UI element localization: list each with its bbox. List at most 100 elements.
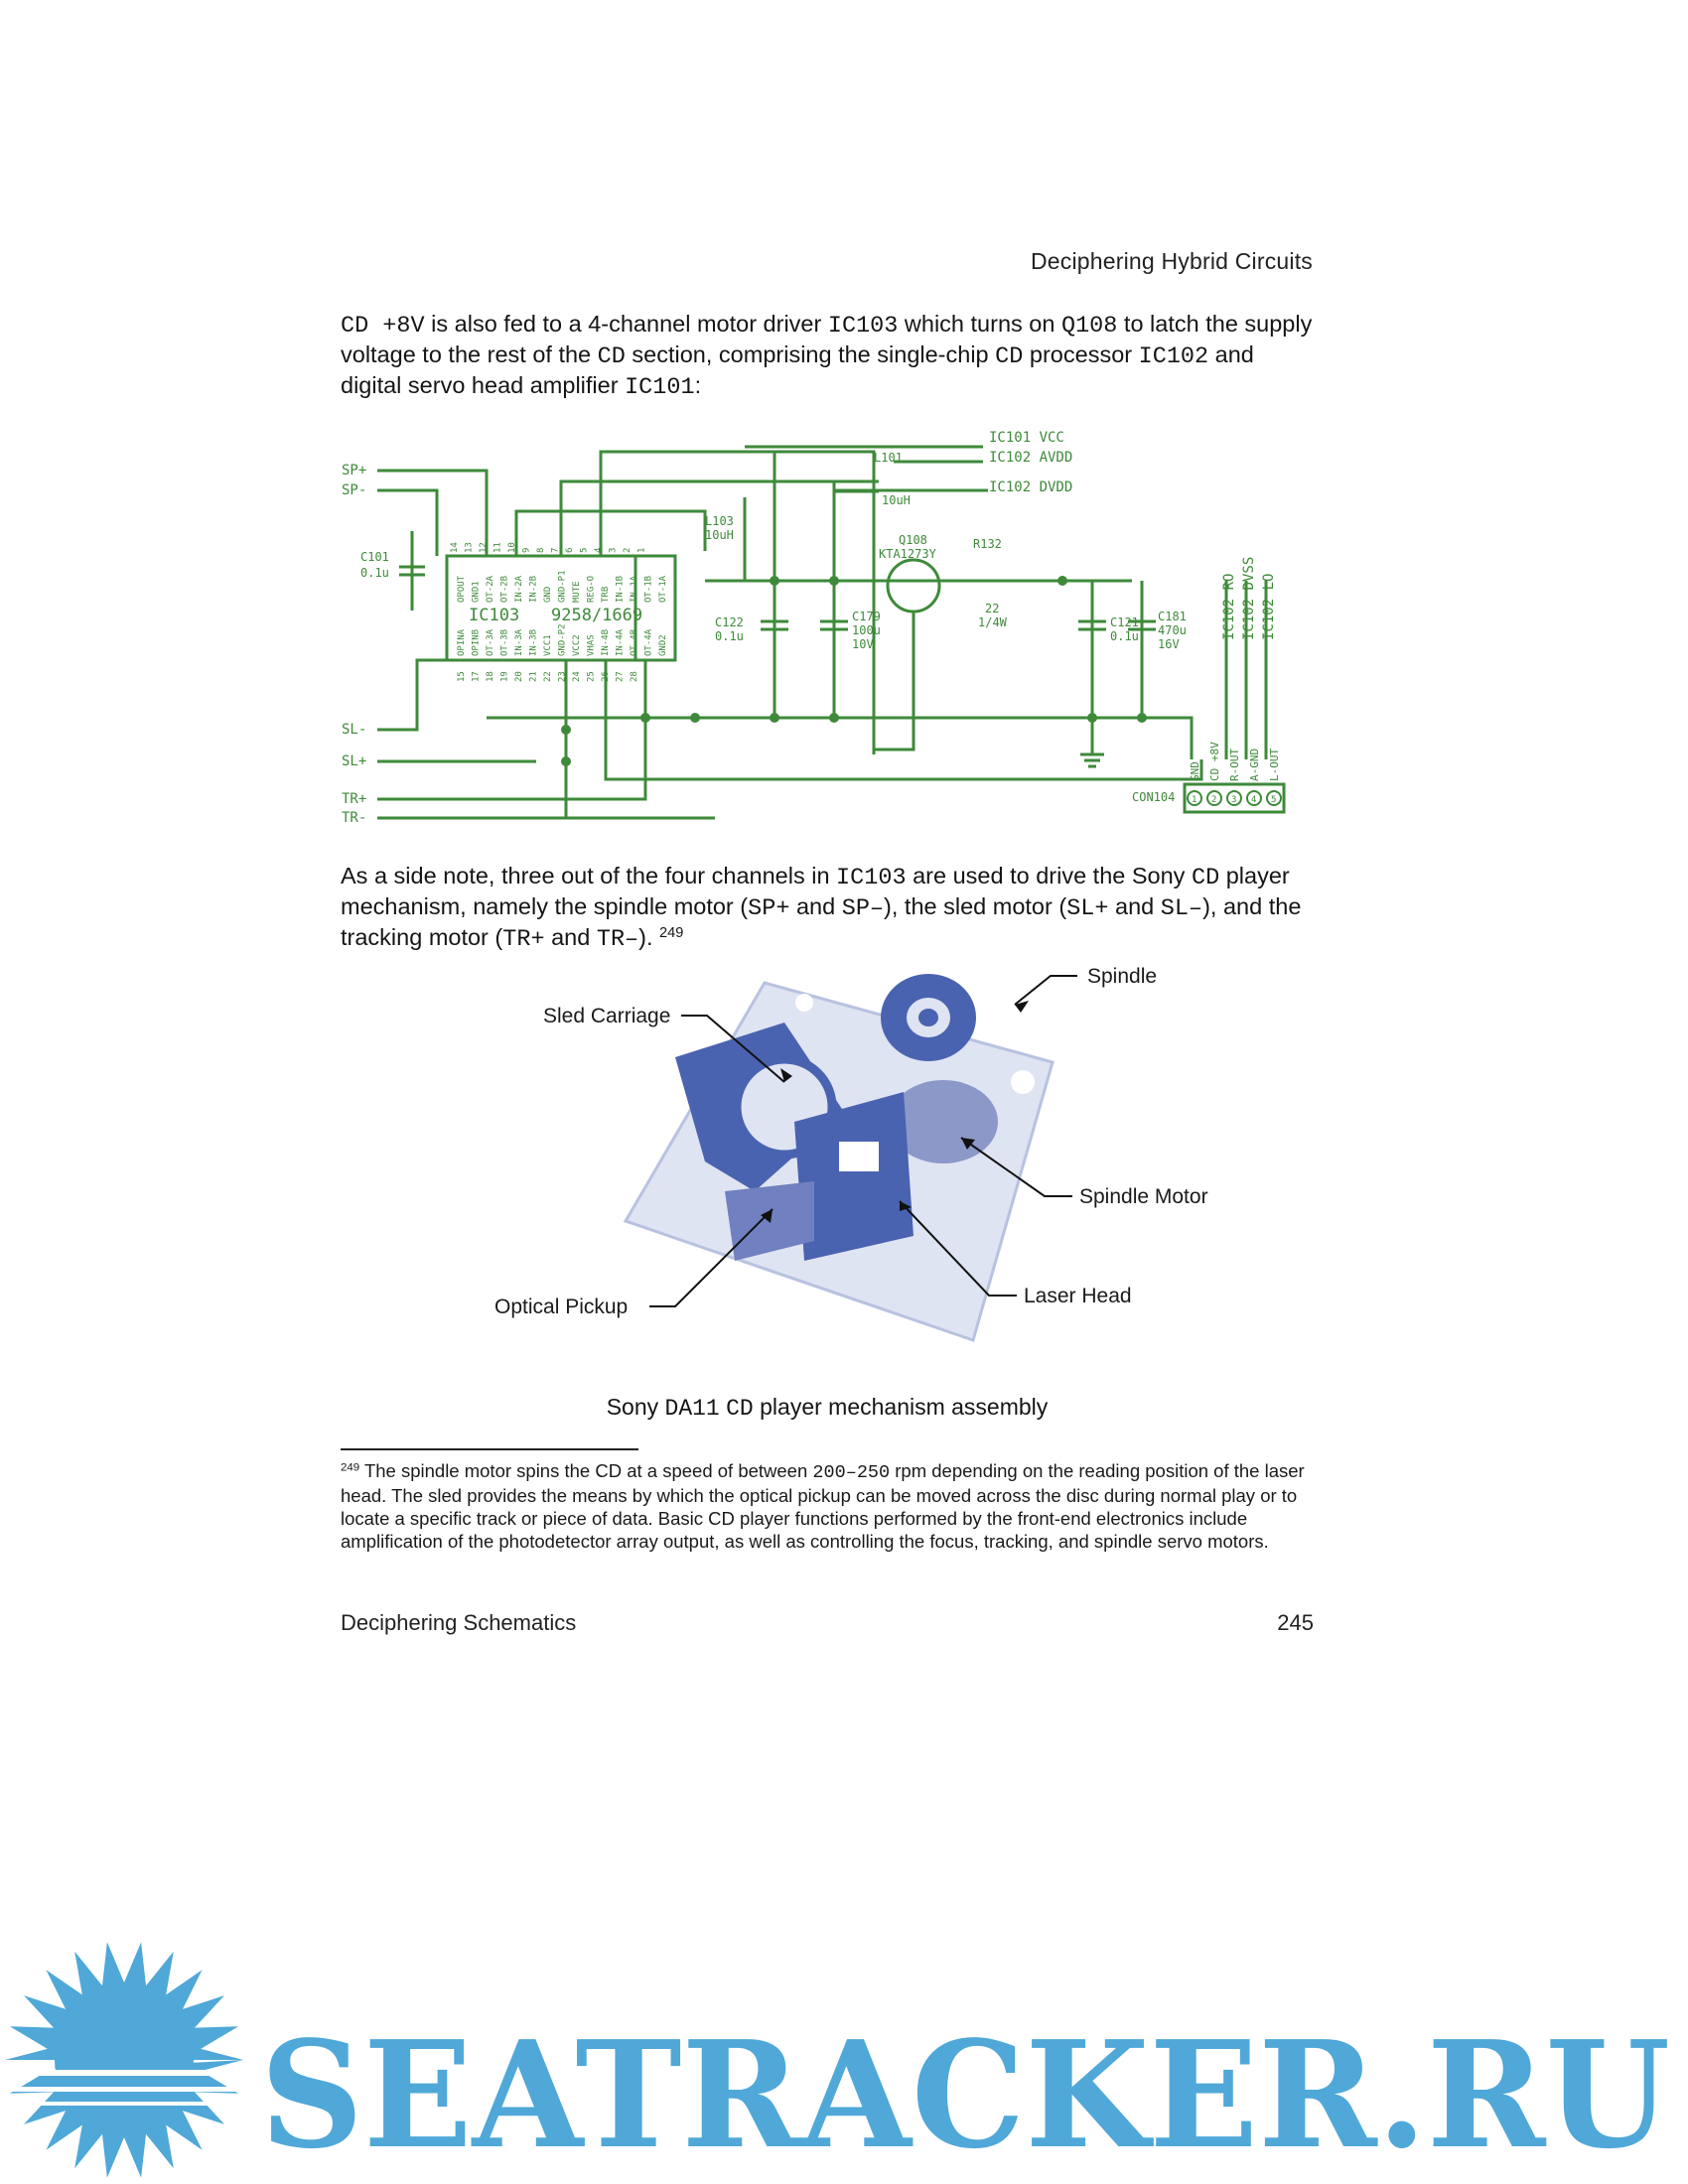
ic-top-pin-number: 3	[609, 548, 619, 553]
code-sp-plus: SP+	[748, 895, 790, 922]
motor-driver-schematic: SP+ SP- SL- SL+ TR+ TR- C101 0.1u IC103 …	[342, 430, 1286, 826]
ic-bottom-pin-number: 28	[630, 671, 639, 682]
ic-bottom-pin-name: GND-P2	[558, 623, 568, 656]
text-run: Sony	[606, 1394, 665, 1420]
ic-top-pin-number: 4	[594, 548, 604, 553]
c179-value: 100u	[852, 623, 881, 637]
connector-pin-number: 4	[1251, 795, 1256, 805]
connector-pin-number: 5	[1271, 795, 1276, 805]
watermark-text: SEATRACKER.RU	[260, 2008, 1670, 2181]
ic-bottom-pin-name: IN-4A	[616, 628, 626, 656]
connector-pin-label: R-OUT	[1228, 749, 1241, 781]
ic-bottom-pin-name: OPINB	[472, 629, 482, 656]
c181-name: C181	[1158, 610, 1187, 623]
ic-top-pin-number: 14	[450, 542, 460, 553]
ic-bottom-pin-number: 20	[514, 671, 524, 682]
ic-top-pin-number: 6	[565, 548, 575, 553]
label-ic102-dvss: IC102 DVSS	[1241, 557, 1257, 640]
connector-pin-label: CD +8V	[1208, 742, 1221, 781]
r132-name: R132	[973, 537, 1002, 551]
ic-bottom-pin-number: 27	[616, 671, 626, 682]
r132-power: 1/4W	[978, 615, 1008, 629]
c101-value: 0.1u	[360, 566, 389, 580]
footnote-249: 249 The spindle motor spins the CD at a …	[341, 1459, 1316, 1553]
code-ic101: IC101	[625, 374, 695, 401]
connector-pin-number: 3	[1231, 795, 1236, 805]
code-da11: DA11	[664, 1396, 720, 1422]
ic-top-pin-number: 13	[465, 542, 475, 553]
ic-bottom-pin-number: 22	[543, 671, 553, 682]
c122-name: C122	[715, 615, 744, 629]
q108-part: KTA1273Y	[879, 547, 937, 561]
ic-bottom-pin-number: 24	[572, 671, 582, 682]
ic-top-pin-name: OT-1A	[658, 575, 668, 603]
ic-top-pin-number: 8	[536, 548, 546, 553]
text-run: processor	[1023, 341, 1139, 367]
c181-value: 470u	[1158, 623, 1187, 637]
ic-top-pin-number: 2	[623, 548, 633, 553]
connector-pin-label: A-GND	[1248, 749, 1261, 781]
ic-bottom-pin-name: OPINA	[457, 628, 467, 656]
ic-top-pin-name: GND1	[472, 581, 482, 603]
code-tr-minus: TR–	[596, 926, 639, 953]
connector-body	[1183, 782, 1286, 814]
c101-name: C101	[360, 550, 389, 564]
ic-top-pin-name: OPOUT	[457, 575, 467, 603]
text-run: and digital servo head amplifier	[341, 341, 1254, 398]
code-ic103: IC103	[827, 313, 899, 340]
ic-bottom-pin-number: 21	[529, 671, 539, 682]
text-run: are used to drive the Sony	[906, 863, 1192, 888]
connector-pin	[1226, 790, 1242, 806]
label-sled-carriage: Sled Carriage	[543, 1005, 671, 1027]
ic-top-pin-number: 10	[507, 542, 517, 553]
ic-top-pin-name: MUTE	[572, 581, 582, 603]
connector-pin-number: 1	[1192, 795, 1196, 805]
ic-top-pin-name: REG-O	[587, 576, 597, 603]
ic-top-pin-name: OT-2A	[486, 575, 495, 603]
ic-bottom-pin-number: 17	[472, 671, 482, 682]
text-run: ), and the tracking motor (	[341, 893, 1302, 950]
footnote-number: 249	[341, 1461, 360, 1474]
signal-sp-minus: SP-	[342, 482, 366, 498]
ic-bottom-pin-number: 25	[587, 671, 597, 682]
footnote-ref: 249	[659, 925, 684, 941]
signal-tr-minus: TR-	[342, 810, 366, 826]
text-run: and	[789, 893, 842, 919]
connector-name: CON104	[1132, 790, 1175, 804]
text-run: ).	[638, 924, 660, 950]
text-run: which turns on	[898, 311, 1061, 337]
ic-top-pin-name: GND-P1	[558, 570, 568, 603]
text-run: section, comprising the single-chip	[625, 341, 996, 367]
ic-top-pin-number: 12	[479, 542, 489, 553]
code-cd: CD	[597, 343, 626, 370]
ic-bottom-pin-name: VCC2	[572, 634, 582, 656]
q108-name: Q108	[899, 533, 927, 547]
ic103-name: IC103	[469, 606, 519, 625]
connector-pin	[1187, 790, 1202, 806]
ic-bottom-pin-name: VHAS	[587, 634, 597, 656]
text-run: and	[1108, 893, 1161, 919]
ic-bottom-pin-name: OT-3B	[500, 629, 510, 656]
watermark-logo: SEATRACKER.RU	[0, 1942, 1670, 2181]
text-run: ), the sled motor (	[884, 893, 1067, 919]
running-header: Deciphering Hybrid Circuits	[1030, 248, 1313, 274]
sun-icon	[5, 1942, 243, 2178]
connector-pin-number: 2	[1211, 795, 1216, 805]
ic-bottom-pin-number: 23	[558, 671, 568, 682]
text-run: As a side note, three out of the four ch…	[341, 863, 837, 888]
code-sp-minus: SP–	[841, 895, 885, 922]
side-note-paragraph: As a side note, three out of the four ch…	[341, 862, 1316, 954]
signal-sl-plus: SL+	[342, 753, 366, 769]
ic-top-pin-number: 7	[551, 548, 561, 553]
ic-top-pin-name: IN-2B	[529, 576, 539, 603]
label-spindle-motor: Spindle Motor	[1079, 1185, 1208, 1208]
r132-value: 22	[985, 602, 999, 615]
ic-bottom-pin-name: OT-4A	[644, 628, 654, 656]
ic-bottom-pin-name: OT-3A	[486, 628, 495, 656]
intro-paragraph: CD +8V is also fed to a 4-channel motor …	[341, 310, 1316, 402]
connector-pin-label: GND	[1189, 761, 1201, 781]
code-cd-8v: CD +8V	[341, 313, 425, 340]
label-ic102-lo: IC102 LO	[1261, 574, 1277, 640]
l103-value: 10uH	[705, 528, 734, 542]
